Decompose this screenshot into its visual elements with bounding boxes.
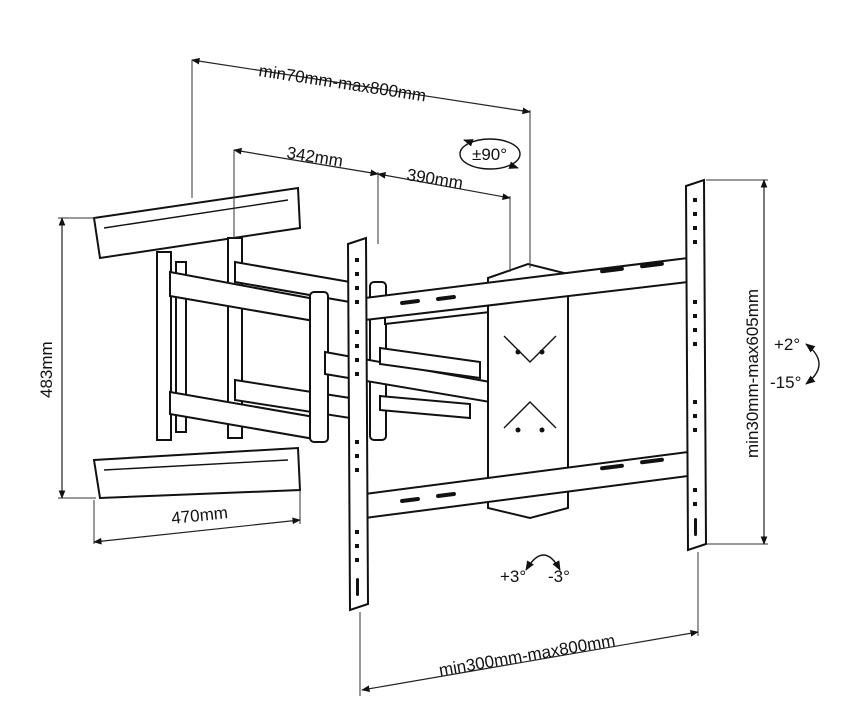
arm-segment-1-label: 342mm: [285, 143, 344, 171]
center-hub: [487, 262, 569, 520]
vesa-vertical-label: min30mm-max605mm: [743, 289, 762, 458]
tilt-indicator: +2° -15°: [770, 335, 820, 392]
wall-plate-height-label: 483mm: [37, 341, 56, 398]
swivel-label: ±90°: [472, 145, 507, 164]
vesa-horizontal-label: min300mm-max800mm: [437, 631, 616, 680]
articulating-arms: [169, 260, 491, 443]
dimension-vesa-horizontal: min300mm-max800mm: [359, 552, 699, 696]
width-range-label: min70mm-max800mm: [257, 61, 427, 105]
horizontal-rails: [364, 256, 689, 520]
right-tv-bracket: [684, 178, 708, 552]
rotation-positive-label: +3°: [500, 567, 526, 586]
rotation-negative-label: -3°: [548, 567, 570, 586]
dimension-vesa-vertical: min30mm-max605mm: [706, 179, 768, 545]
dimension-wall-plate-width: 470mm: [93, 490, 301, 545]
rotation-indicator: +3° -3°: [500, 554, 570, 586]
wall-plate-width-label: 470mm: [170, 503, 228, 528]
swivel-indicator: ±90°: [459, 138, 521, 170]
tilt-down-label: -15°: [770, 373, 801, 392]
dimension-wall-plate-height: 483mm: [37, 217, 96, 499]
arm-segment-2-label: 390mm: [405, 165, 464, 193]
left-tv-bracket: [346, 236, 370, 612]
tilt-up-label: +2°: [774, 335, 800, 354]
wall-plate: [92, 186, 302, 500]
